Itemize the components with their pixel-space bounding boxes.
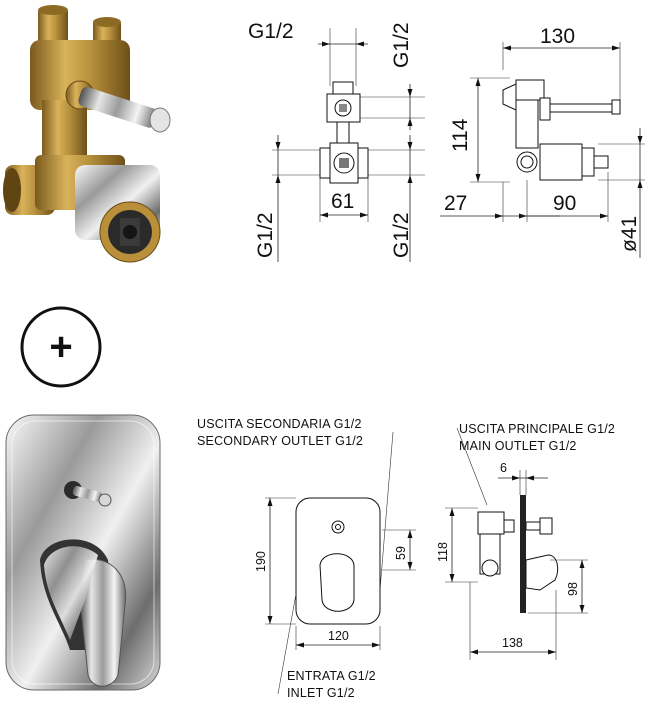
trim-side-drawing: USCITA PRINCIPALE G1/2 MAIN OUTLET G1/2 … bbox=[436, 422, 615, 660]
secondary-outlet-en-label: SECONDARY OUTLET G1/2 bbox=[197, 434, 363, 448]
side-body-depth-label: 90 bbox=[553, 192, 576, 215]
knob-depth-label: 6 bbox=[500, 461, 507, 475]
valve-side-drawing: 130 114 27 90 ø41 bbox=[440, 25, 645, 258]
knob-offset-label: 59 bbox=[394, 546, 408, 560]
plate-width-label: 120 bbox=[328, 629, 349, 643]
plus-glyph: + bbox=[49, 325, 72, 369]
valve-front-drawing: G1/2 G1/2 G1/2 G1/2 61 bbox=[248, 20, 425, 262]
front-bottom-left-thread-label: G1/2 bbox=[254, 212, 277, 258]
front-bottom-right-thread-label: G1/2 bbox=[390, 212, 413, 258]
valve-body-photo bbox=[3, 5, 171, 263]
inlet-it-label: ENTRATA G1/2 bbox=[287, 669, 376, 683]
inlet-en-label: INLET G1/2 bbox=[287, 686, 355, 700]
front-top-thread-label: G1/2 bbox=[248, 20, 294, 43]
trim-front-drawing: USCITA SECONDARIA G1/2 SECONDARY OUTLET … bbox=[197, 417, 416, 700]
overall-depth-label: 138 bbox=[502, 636, 523, 650]
trim-plate-photo bbox=[5, 414, 161, 691]
front-top-right-thread-label: G1/2 bbox=[390, 22, 413, 68]
front-width-label: 61 bbox=[331, 190, 354, 213]
main-outlet-en-label: MAIN OUTLET G1/2 bbox=[459, 439, 577, 453]
secondary-outlet-it-label: USCITA SECONDARIA G1/2 bbox=[197, 417, 362, 431]
body-height-label: 118 bbox=[436, 542, 450, 562]
lever-height-label: 98 bbox=[566, 582, 580, 596]
plate-height-label: 190 bbox=[254, 551, 268, 572]
main-outlet-it-label: USCITA PRINCIPALE G1/2 bbox=[459, 422, 615, 436]
side-overall-depth-label: 130 bbox=[540, 25, 575, 48]
side-diameter-label: ø41 bbox=[618, 216, 641, 252]
plus-symbol: + bbox=[20, 306, 102, 388]
side-back-offset-label: 27 bbox=[444, 192, 467, 215]
side-height-label: 114 bbox=[449, 118, 472, 152]
